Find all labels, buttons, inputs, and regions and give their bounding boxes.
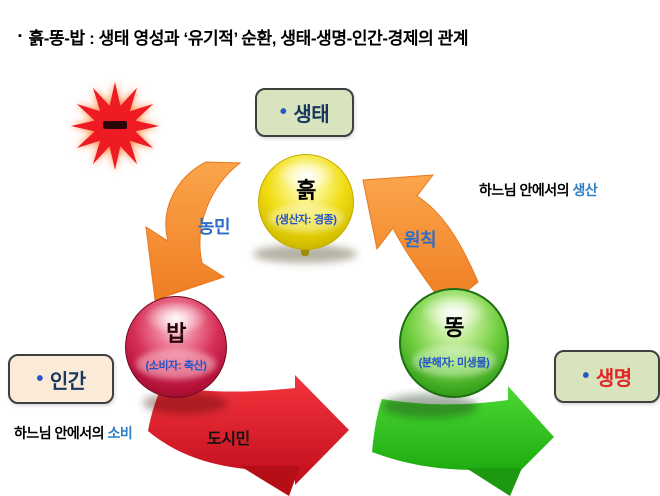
node-dung-role: (분해자: 미생물)	[418, 356, 490, 369]
node-rice-name: 밥	[166, 321, 186, 346]
eco-label: 생태	[293, 104, 330, 126]
life-box: • 생명	[554, 350, 660, 403]
slide-title-text: 흙-똥-밥 : 생태 영성과 ‘유기적’ 순환, 생태-생명-인간-경제의 관계	[28, 29, 469, 48]
dung-to-soil-arrow	[362, 174, 479, 309]
human-label: 인간	[49, 370, 86, 393]
eco-bullet-icon: •	[279, 101, 287, 123]
life-label: 생명	[595, 368, 632, 390]
production-caption-prefix: 하느님 안에서의	[479, 182, 573, 198]
consumption-caption-prefix: 하느님 안에서의	[14, 425, 108, 441]
node-dung-name: 똥	[444, 315, 464, 341]
soil-to-rice-arrow	[145, 161, 242, 301]
node-soil: 흙 (생산자: 경종)	[258, 154, 354, 250]
node-soil-role: (생산자: 경종)	[275, 214, 337, 227]
eco-box: • 생태	[255, 88, 354, 137]
principle-arrow-label: 원칙	[404, 230, 437, 250]
consumption-caption-highlight: 소비	[107, 425, 133, 441]
node-rice-role: (소비자: 축산)	[145, 360, 207, 372]
title-bullet-icon: ▪	[18, 29, 22, 42]
slide-title: ▪ 흙-똥-밥 : 생태 영성과 ‘유기적’ 순환, 생태-생명-인간-경제의 …	[18, 24, 469, 49]
production-caption-highlight: 생산	[572, 182, 598, 198]
node-dung: 똥 (분해자: 미생물)	[399, 288, 509, 398]
rice-shadow	[143, 392, 227, 414]
life-bullet-icon: •	[582, 365, 589, 387]
node-soil-name: 흙	[296, 177, 316, 203]
rice-to-dung-arrow-fold	[240, 466, 300, 496]
node-rice: 밥 (소비자: 축산)	[125, 296, 227, 398]
human-bullet-icon: •	[36, 367, 43, 390]
dung-outflow-arrow-fold	[466, 468, 522, 496]
dung-shadow	[382, 394, 478, 418]
human-box: • 인간	[8, 354, 114, 404]
starburst-text-smudge	[103, 121, 127, 129]
consumption-caption: 하느님 안에서의 소비	[14, 423, 133, 443]
production-caption: 하느님 안에서의 생산	[479, 180, 598, 200]
farmer-arrow-label: 농민	[198, 217, 231, 237]
starburst-icon	[71, 82, 159, 170]
citizen-arrow-label: 도시민	[207, 431, 250, 448]
